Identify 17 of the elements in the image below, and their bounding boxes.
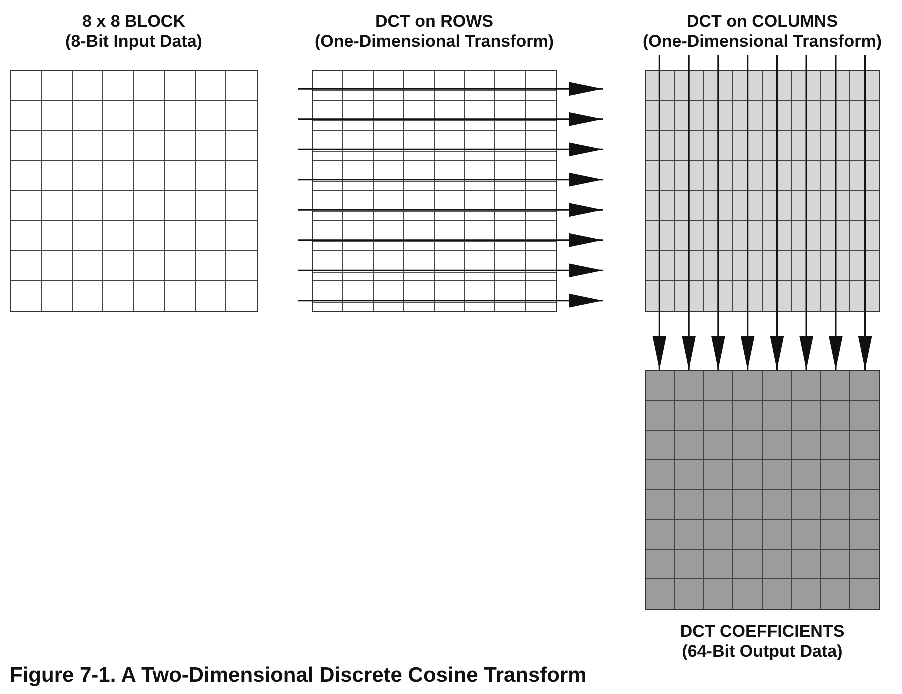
arrow	[770, 55, 784, 370]
arrow	[740, 55, 755, 370]
arrow	[682, 55, 696, 370]
heading: (8-Bit Input Data)	[66, 32, 202, 52]
heading: 8 x 8 BLOCK	[82, 12, 186, 32]
arrow	[828, 55, 843, 370]
heading: DCT on COLUMNS	[686, 12, 838, 32]
heading: DCT on ROWS	[375, 12, 494, 32]
arrow	[652, 55, 667, 370]
heading: (One-Dimensional Transform)	[643, 32, 882, 52]
caption: Figure 7-1. A Two-Dimensional Discrete Cosine Transform	[10, 664, 587, 688]
arrow	[800, 55, 814, 370]
heading: (64-Bit Output Data)	[682, 642, 843, 662]
arrow	[858, 55, 872, 370]
heading: (One-Dimensional Transform)	[315, 32, 554, 52]
heading: DCT COEFFICIENTS	[680, 622, 845, 642]
arrow	[711, 55, 726, 370]
